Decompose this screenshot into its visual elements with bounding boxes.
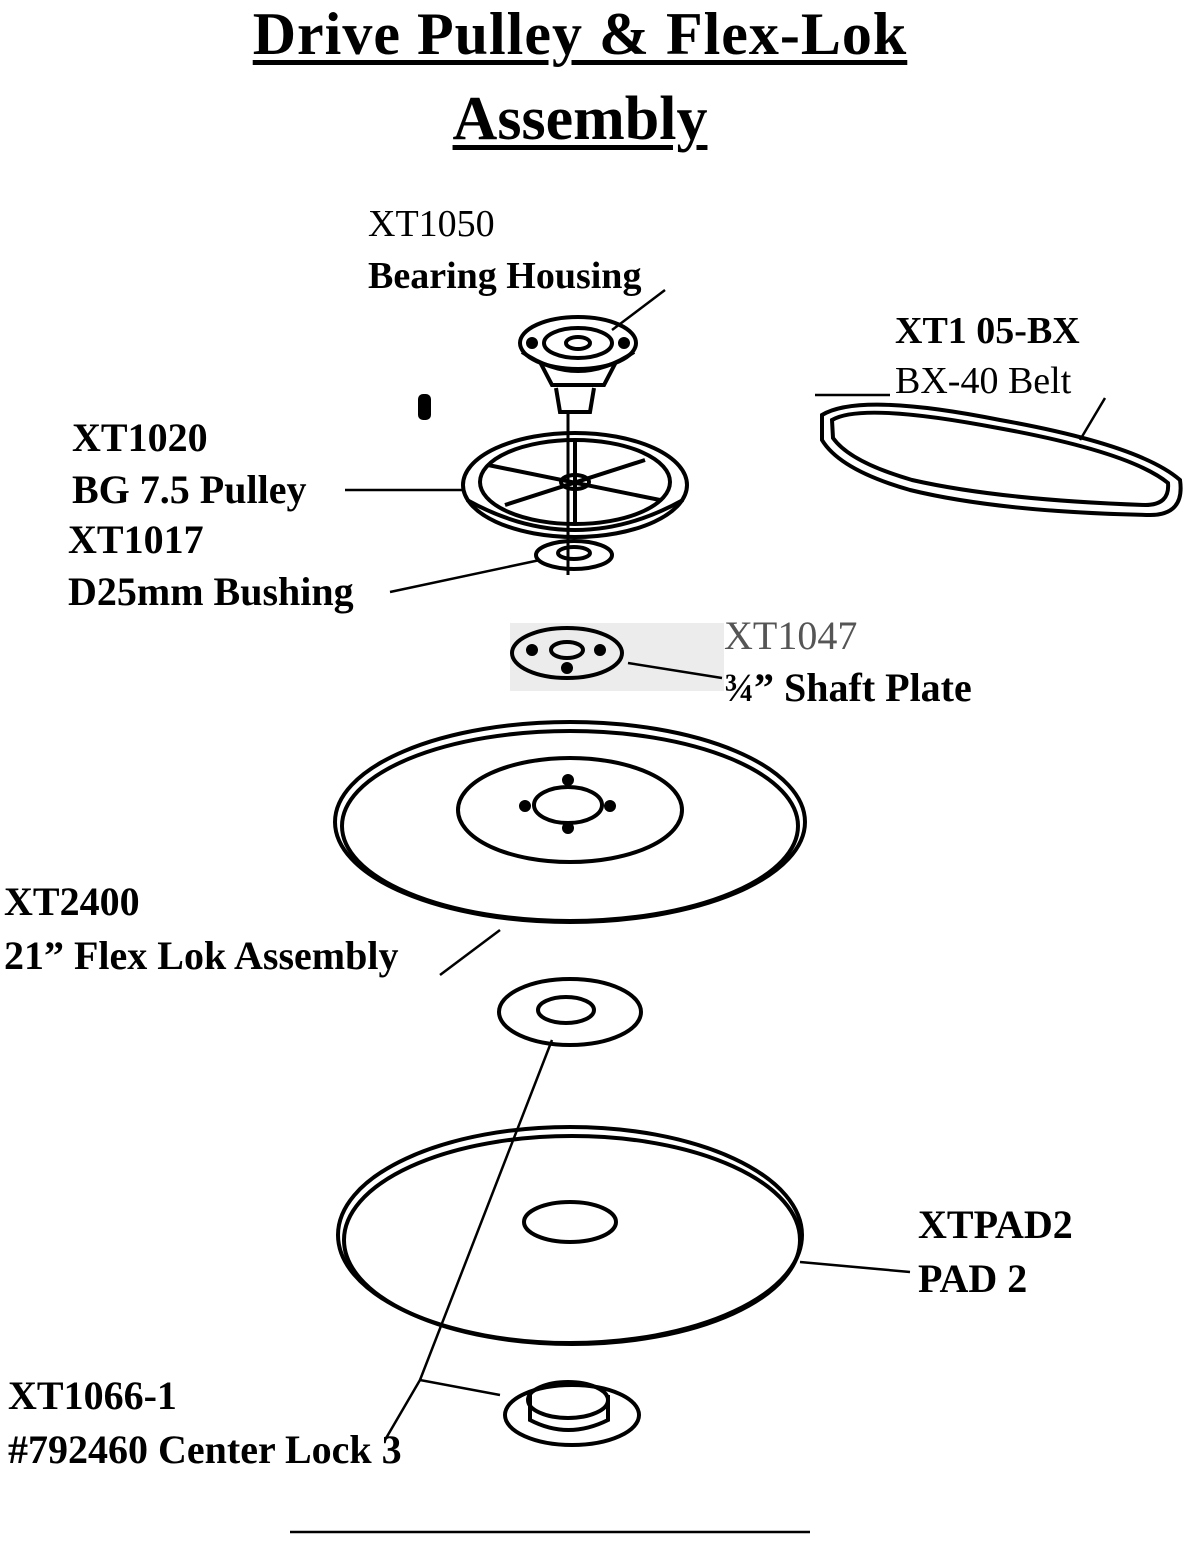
label-pulley: XT1020 BG 7.5 Pulley [72,418,306,510]
shaft-plate-part [510,626,624,680]
part-number: XT1050 [368,203,495,245]
pad-part [336,1125,804,1346]
part-name: #792460 Center Lock 3 [8,1427,402,1472]
center-lock-part [503,1380,641,1447]
part-name: PAD 2 [918,1256,1028,1301]
part-name: BX-40 Belt [895,360,1072,402]
pulley-part [461,431,689,539]
part-name: Bearing Housing [368,255,642,297]
part-name: D25mm Bushing [68,569,354,614]
label-shaft-plate: XT1047 ¾” Shaft Plate [724,616,972,708]
bushing-part [534,539,614,571]
key-part [418,394,431,420]
label-bushing: XT1017 D25mm Bushing [68,520,354,612]
part-name: BG 7.5 Pulley [72,467,307,512]
washer-part [497,977,643,1047]
label-belt: XT1 05-BX BX-40 Belt [895,312,1080,400]
part-name: 21” Flex Lok Assembly [4,933,399,978]
part-number: XT1017 [68,517,204,562]
part-number: XTPAD2 [918,1202,1073,1247]
bearing-housing-part [518,315,638,414]
label-pad: XTPAD2 PAD 2 [918,1205,1073,1299]
label-bearing-housing: XT1050 Bearing Housing [368,205,641,295]
part-number: XT1 05-BX [895,310,1080,352]
part-number: XT2400 [4,879,140,924]
label-center-lock: XT1066-1 #792460 Center Lock 3 [8,1376,402,1470]
page-subtitle: Assembly [452,85,708,153]
part-name: ¾” Shaft Plate [724,665,972,710]
flex-lok-part [333,720,807,924]
part-number: XT1047 [724,613,858,658]
belt-part [820,402,1183,518]
label-flex-lok: XT2400 21” Flex Lok Assembly [4,882,398,976]
part-number: XT1020 [72,415,208,460]
page-title: Drive Pulley & Flex-Lok [252,1,908,67]
part-number: XT1066-1 [8,1373,177,1418]
